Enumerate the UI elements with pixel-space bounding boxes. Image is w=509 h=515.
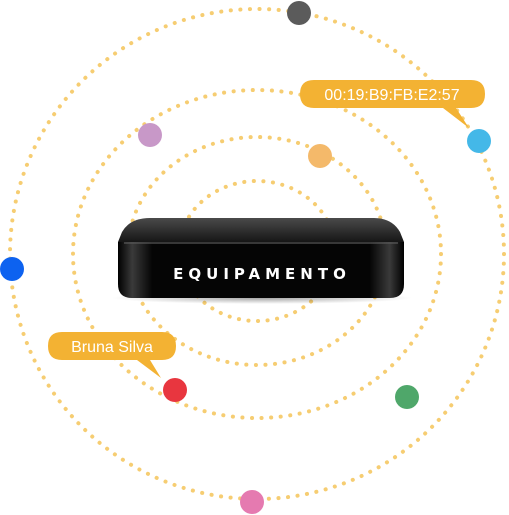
user-name-text: Bruna Silva [71,339,153,356]
node-green[interactable] [395,385,419,409]
device-body [118,242,404,298]
node-blue[interactable] [0,257,24,281]
node-lavender[interactable] [138,123,162,147]
node-orange[interactable] [308,144,332,168]
user-name-tooltip-bubble [48,332,176,378]
device-label: EQUIPAMENTO [173,265,351,283]
node-gray[interactable] [287,1,311,25]
node-red[interactable] [163,378,187,402]
device-top [118,218,404,242]
device[interactable]: EQUIPAMENTO [112,218,412,304]
mac-address-tooltip-bubble [300,80,485,128]
device-highlight [124,242,398,244]
user-name-tooltip: Bruna Silva [48,332,176,378]
mac-address-text: 00:19:B9:FB:E2:57 [324,87,459,104]
node-cyan[interactable] [467,129,491,153]
orbit-ring-3 [71,88,443,420]
orbit-ring-4 [8,7,506,501]
mac-address-tooltip: 00:19:B9:FB:E2:57 [300,80,485,128]
nodes [0,1,491,514]
node-pink[interactable] [240,490,264,514]
